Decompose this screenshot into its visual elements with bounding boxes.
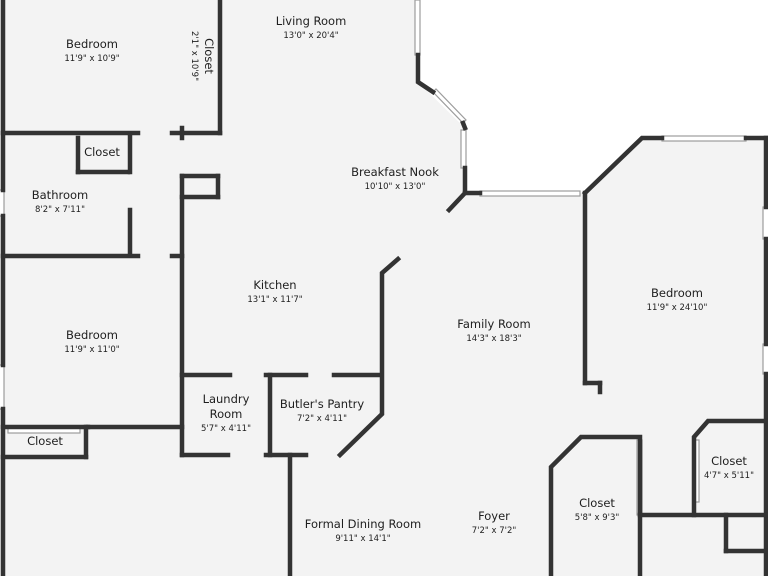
room-dimensions: 7'2" x 7'2" — [472, 526, 517, 536]
room-name: Bedroom — [651, 286, 703, 300]
room-name-line2: Room — [210, 407, 243, 421]
room-laundry: Laundry Room 5'7" x 4'11" — [201, 392, 251, 434]
room-name: Closet — [202, 38, 216, 74]
room-name: Foyer — [478, 509, 510, 523]
room-foyer: Foyer 7'2" x 7'2" — [472, 509, 517, 536]
room-closet-e: Closet 4'7" x 5'11" — [704, 454, 754, 481]
room-closet-nw: Closet 2'1" x 10'9" — [189, 31, 216, 81]
room-name: Bathroom — [32, 188, 88, 202]
room-butlers-pantry: Butler's Pantry 7'2" x 4'11" — [280, 397, 364, 424]
room-dimensions: 10'10" x 13'0" — [365, 182, 426, 192]
room-kitchen: Kitchen 13'1" x 11'7" — [247, 278, 302, 305]
room-name: Living Room — [276, 14, 347, 28]
room-dimensions: 7'2" x 4'11" — [297, 414, 347, 424]
room-dimensions: 9'11" x 14'1" — [335, 534, 390, 544]
room-dimensions: 14'3" x 18'3" — [466, 334, 521, 344]
room-dimensions: 11'9" x 11'0" — [64, 345, 119, 355]
room-name: Butler's Pantry — [280, 397, 364, 411]
room-breakfast-nook: Breakfast Nook 10'10" x 13'0" — [351, 165, 439, 192]
room-name: Closet — [579, 496, 615, 510]
room-living-room: Living Room 13'0" x 20'4" — [276, 14, 347, 41]
room-dimensions: 5'8" x 9'3" — [575, 513, 620, 523]
room-name: Family Room — [457, 317, 530, 331]
room-name-line1: Laundry — [203, 392, 250, 406]
room-closet-s: Closet 5'8" x 9'3" — [575, 496, 620, 523]
room-name: Kitchen — [253, 278, 296, 292]
room-bedroom-nw: Bedroom 11'9" x 10'9" — [64, 37, 119, 64]
room-closet-w: Closet — [27, 434, 63, 448]
room-closet-bath: Closet — [84, 145, 120, 159]
room-name: Closet — [84, 145, 120, 159]
room-formal-dining: Formal Dining Room 9'11" x 14'1" — [305, 517, 421, 544]
room-dimensions: 5'7" x 4'11" — [201, 424, 251, 434]
room-bathroom: Bathroom 8'2" x 7'11" — [32, 188, 88, 215]
room-dimensions: 2'1" x 10'9" — [189, 31, 199, 81]
room-name: Breakfast Nook — [351, 165, 439, 179]
room-name: Formal Dining Room — [305, 517, 421, 531]
room-dimensions: 11'9" x 24'10" — [647, 303, 708, 313]
room-dimensions: 8'2" x 7'11" — [35, 205, 85, 215]
room-dimensions: 13'0" x 20'4" — [283, 31, 338, 41]
room-dimensions: 4'7" x 5'11" — [704, 471, 754, 481]
room-dimensions: 13'1" x 11'7" — [247, 295, 302, 305]
room-bedroom-e: Bedroom 11'9" x 24'10" — [647, 286, 708, 313]
room-name: Bedroom — [66, 37, 118, 51]
room-name: Bedroom — [66, 328, 118, 342]
room-family-room: Family Room 14'3" x 18'3" — [457, 317, 530, 344]
room-name: Closet — [711, 454, 747, 468]
room-name: Closet — [27, 434, 63, 448]
room-bedroom-w: Bedroom 11'9" x 11'0" — [64, 328, 119, 355]
room-dimensions: 11'9" x 10'9" — [64, 54, 119, 64]
